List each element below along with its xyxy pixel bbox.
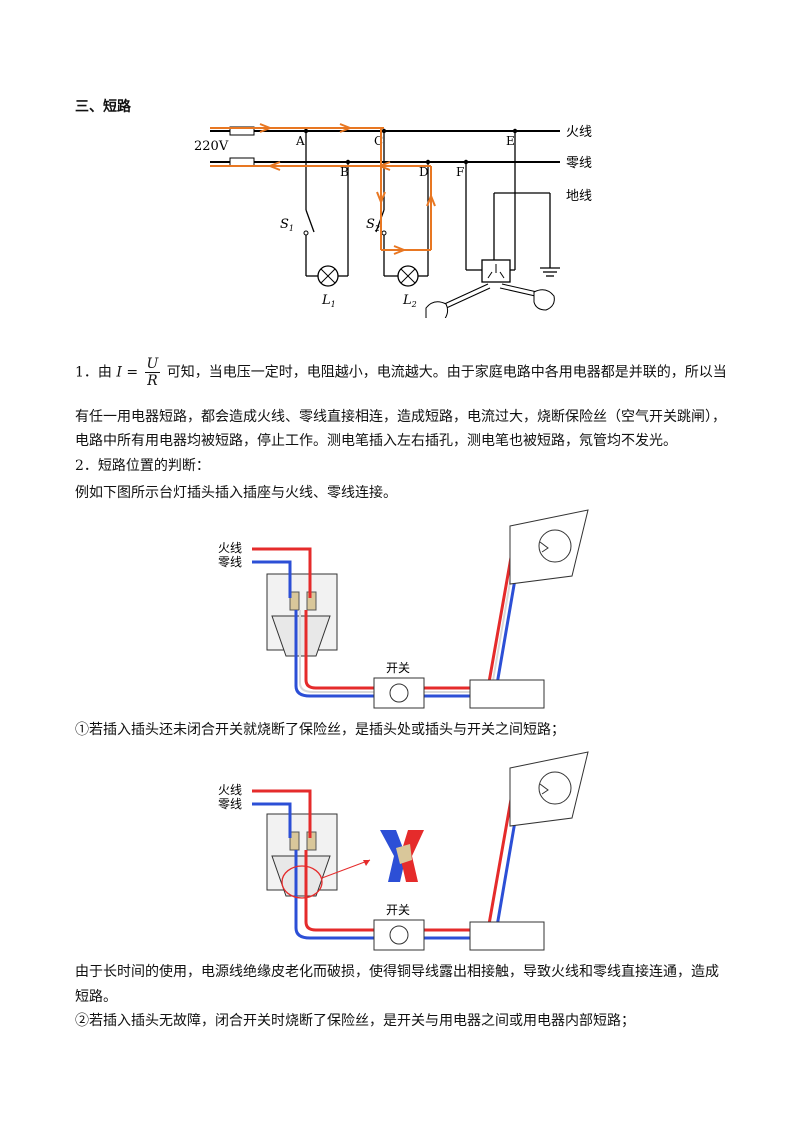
point-c: C [374, 134, 383, 148]
formula-numerator: U [144, 356, 161, 373]
paragraph-2: 2．短路位置的判断： [75, 458, 210, 474]
fuse-neutral [229, 157, 255, 167]
test-pen-left [425, 283, 491, 318]
paragraph-1-line-3: 电路中所有用电器均被短路，停止工作。测电笔插入左右插孔，测电笔也被短路，氖管均不… [75, 433, 677, 449]
damaged-wires-closeup [380, 830, 424, 882]
paragraph-5-line-2: 短路。 [75, 989, 117, 1005]
formula-denominator: R [147, 373, 158, 389]
switch1-label: S1 [280, 217, 294, 233]
lamp-plug-diagram-2: 火线 零线 开关 [218, 751, 589, 951]
lamp-plug-diagram-1: 火线 零线 开关 [218, 509, 589, 709]
lamp2-label: L2 [402, 293, 417, 309]
paragraph-4: ①若插入插头还未闭合开关就烧断了保险丝，是插头处或插头与开关之间短路； [75, 722, 565, 738]
live-wire-label: 火线 [566, 125, 592, 140]
paragraph-5-line-1: 由于长时间的使用，电源线绝缘皮老化而破损，使得铜导线露出相接触，导致火线和零线直… [75, 964, 719, 980]
current-path [210, 123, 436, 255]
ground-wire-label: 地线 [566, 189, 592, 204]
paragraph-1-line-2: 有任一用电器短路，都会造成火线、零线直接相连，造成短路，电流过大，烧断保险丝（空… [75, 409, 726, 425]
point-e: E [506, 134, 515, 148]
paragraph-6: ②若插入插头无故障，闭合开关时烧断了保险丝，是开关与用电器之间或用电器内部短路； [75, 1013, 635, 1029]
d2-live-label: 火线 [218, 783, 242, 797]
d2-switch-label: 开关 [386, 903, 410, 917]
test-pen-right [499, 283, 555, 311]
para1-suffix: 可知，当电压一定时，电阻越小，电流越大。由于家庭电路中各用电器都是并联的，所以当 [162, 364, 727, 381]
point-a: A [295, 134, 305, 148]
point-b: B [340, 165, 349, 179]
voltage-label: 220V [194, 139, 229, 154]
section-heading: 三、短路 [75, 99, 131, 115]
switch2-label: S2 [366, 217, 380, 233]
short-circuit-diagram: 220V 火线 零线 地线 A B C D E F S1 L1 S2 L2 [194, 123, 592, 318]
damage-circle [281, 865, 323, 899]
neutral-wire-label: 零线 [566, 156, 592, 171]
formula-lhs: I [116, 364, 122, 381]
para1-prefix: 1．由 [75, 364, 117, 381]
lamp1-label: L1 [321, 293, 336, 309]
point-d: D [419, 165, 429, 179]
d1-switch-label: 开关 [386, 661, 410, 675]
d1-neutral-label: 零线 [218, 555, 242, 569]
point-f: F [456, 165, 464, 179]
d1-live-label: 火线 [218, 541, 242, 555]
formula-eq: = [121, 364, 143, 381]
d2-neutral-label: 零线 [218, 797, 242, 811]
paragraph-3: 例如下图所示台灯插头插入插座与火线、零线连接。 [75, 485, 397, 501]
